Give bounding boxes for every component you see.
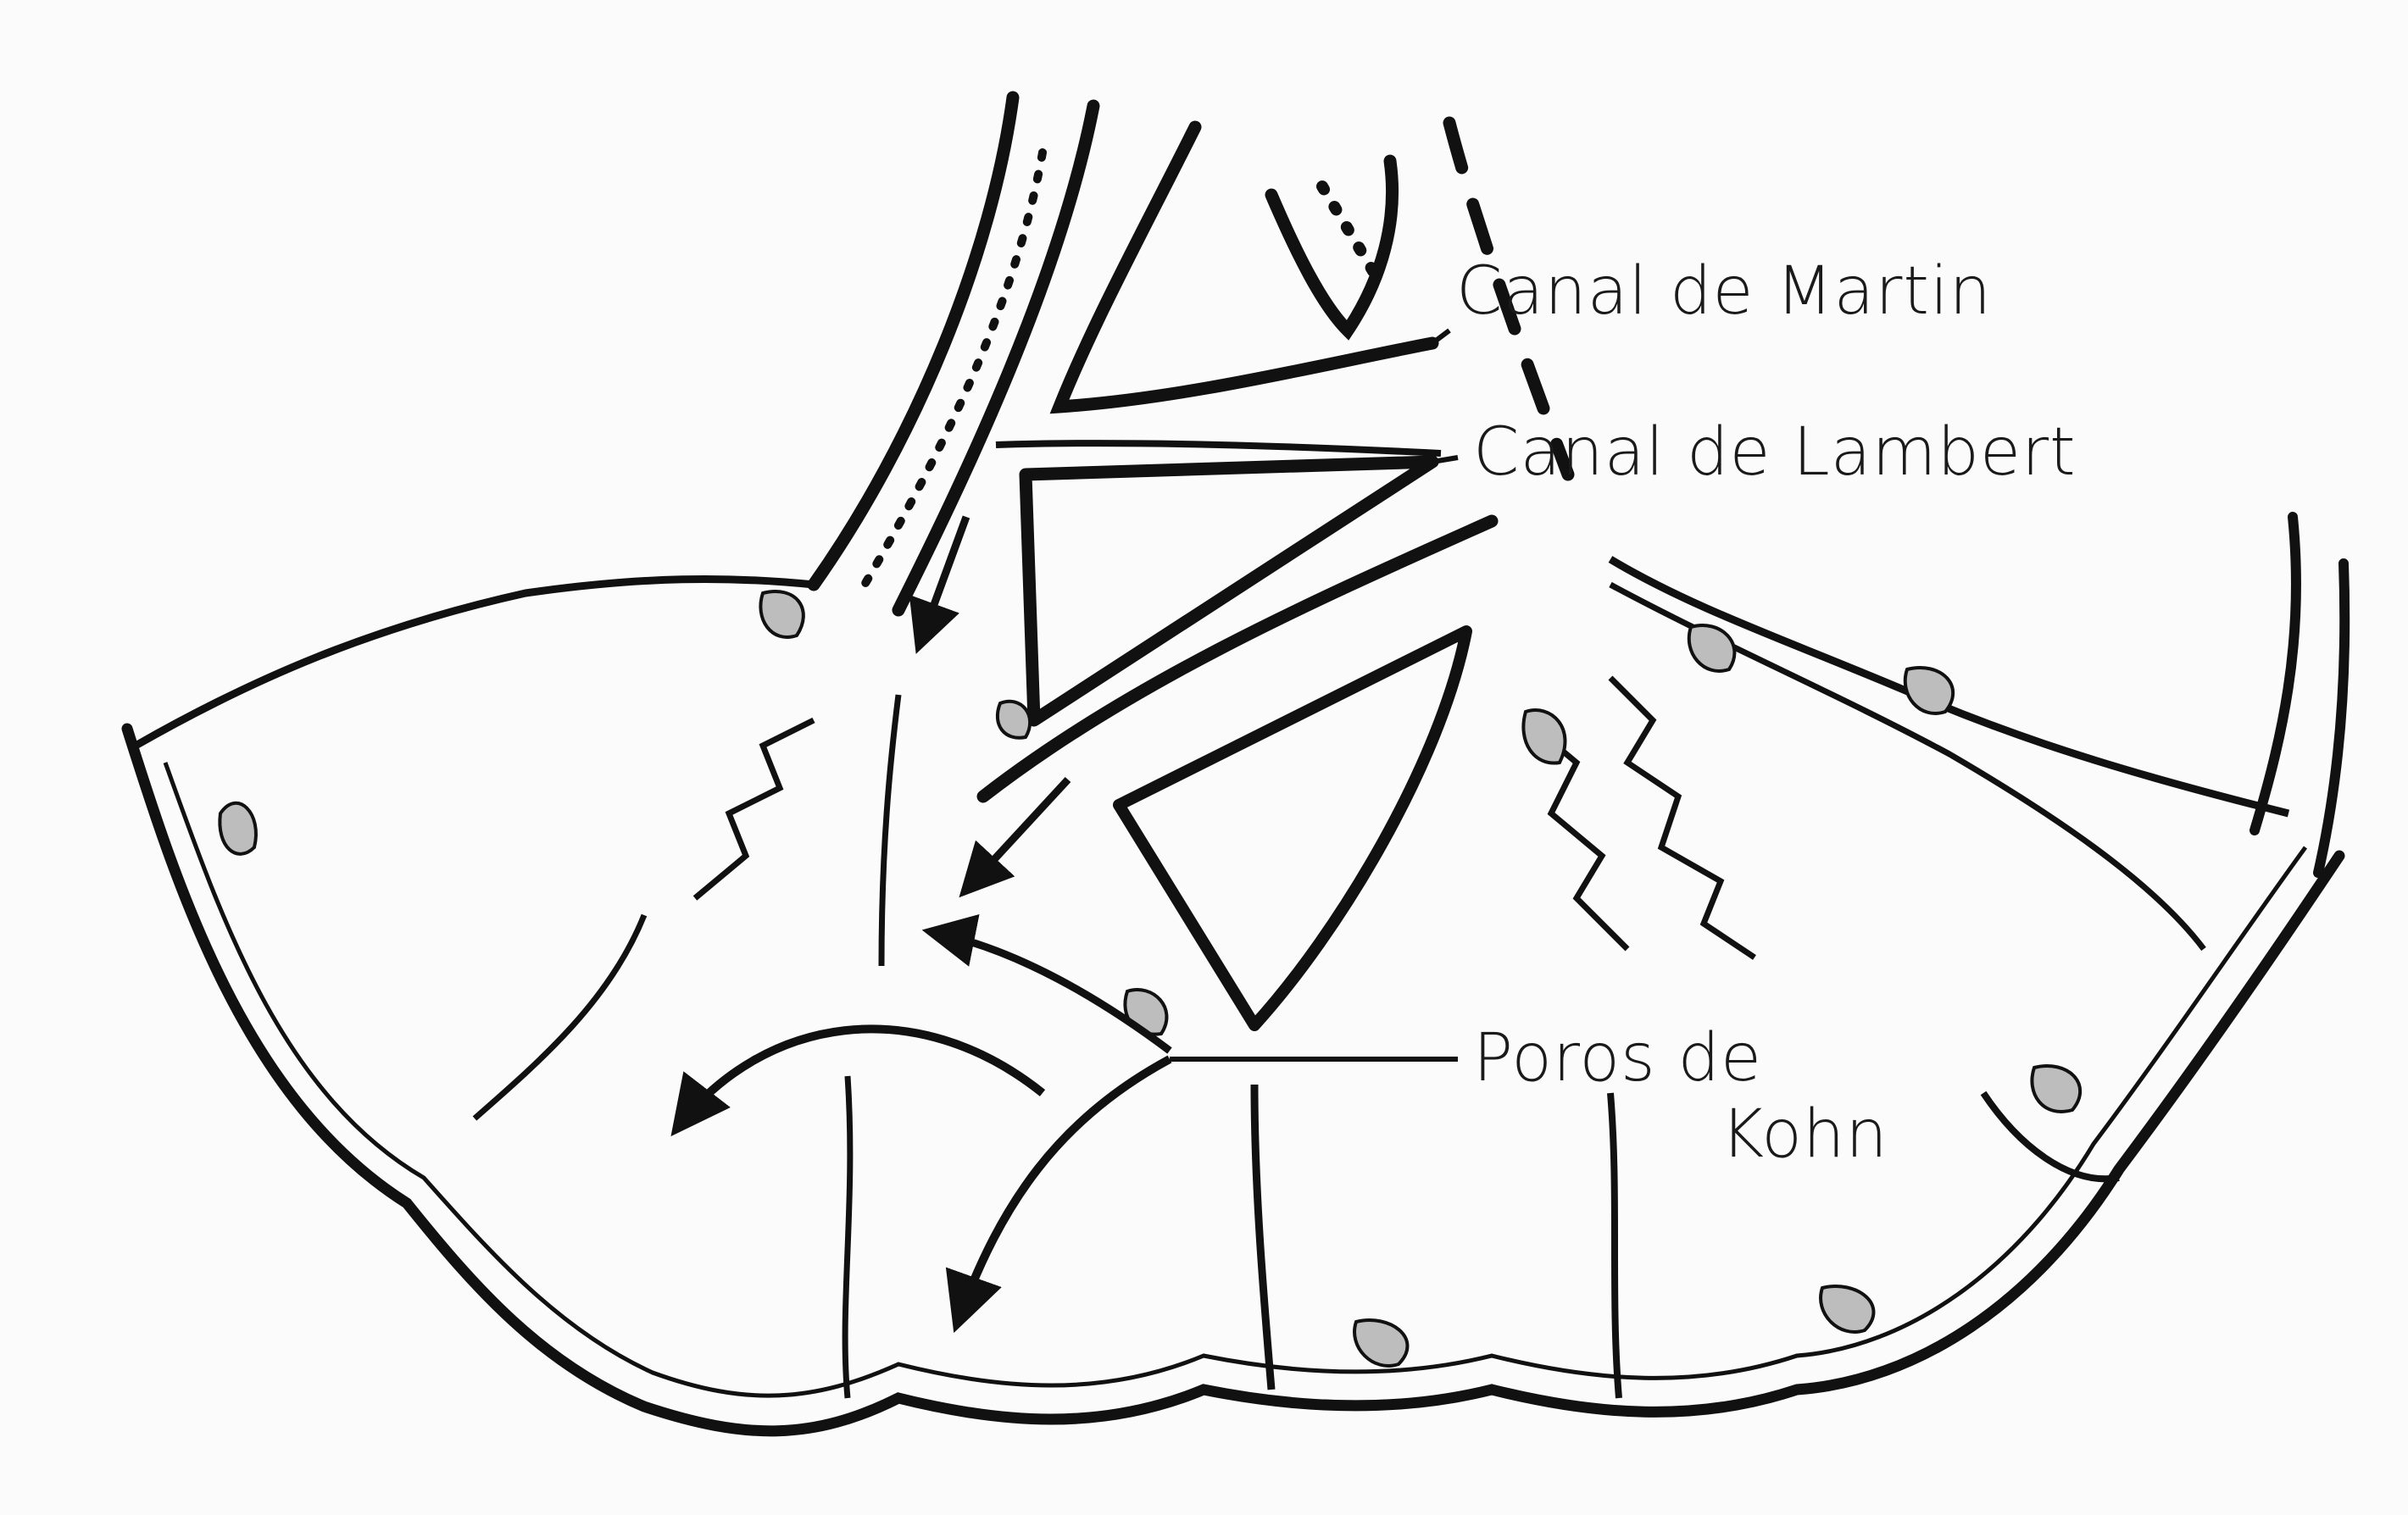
bronchiole-right-2 <box>2318 563 2344 873</box>
alveolar-wall-left-zigzag <box>695 720 814 898</box>
alveolar-septum-6 <box>475 915 644 1118</box>
label-canal-lambert: Canal de Lambert <box>1473 419 2077 486</box>
label-canal-martin: Canal de Martin <box>1456 258 1992 325</box>
airflow-arrow-4 <box>678 1029 1043 1127</box>
airflow-arrow-1 <box>920 517 966 644</box>
upper-left-outline <box>136 579 814 746</box>
tissue-shading <box>220 591 2080 1366</box>
canal-martin-duct <box>1271 161 1393 330</box>
pleura-outline <box>127 729 2339 1431</box>
alveolar-wall-right-zigzag <box>1610 678 1755 957</box>
alveolar-septum-5 <box>881 695 898 966</box>
alveolar-septum-3 <box>1610 1093 1619 1398</box>
alveolar-septum-1 <box>845 1076 850 1398</box>
canal-lambert-inner <box>996 443 1441 453</box>
label-poros-kohn-line1: Poros de <box>1473 1025 1762 1091</box>
label-poros-kohn-line2: Kohn <box>1721 1102 1888 1168</box>
alveolar-septum-2 <box>1254 1085 1271 1390</box>
canal-martin-dots <box>1322 186 1373 271</box>
leader-line-martin <box>1432 330 1449 343</box>
bronchiole-right <box>2255 517 2296 830</box>
septum-triangle <box>1119 631 1466 1025</box>
airflow-arrow-5 <box>958 1059 1170 1322</box>
